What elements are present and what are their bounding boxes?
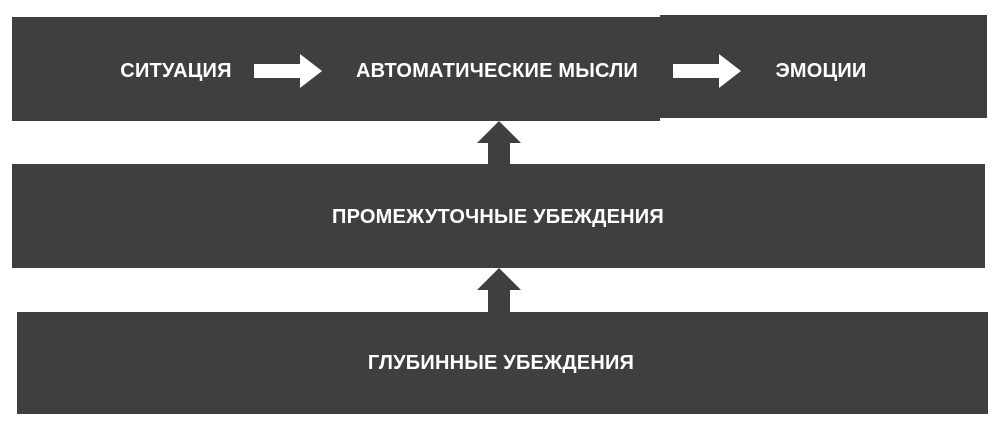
core-beliefs-label: ГЛУБИННЫЕ УБЕЖДЕНИЯ — [367, 352, 635, 374]
top-box-main — [12, 17, 660, 121]
core-beliefs-box — [17, 312, 988, 414]
right-arrow-icon — [254, 54, 322, 88]
automatic-thoughts-label: АВТОМАТИЧЕСКИЕ МЫСЛИ — [355, 60, 639, 82]
up-arrow-icon — [477, 268, 521, 313]
emotions-label: ЭМОЦИИ — [775, 60, 867, 82]
intermediate-beliefs-label: ПРОМЕЖУТОЧНЫЕ УБЕЖДЕНИЯ — [332, 206, 664, 228]
up-arrow-icon — [477, 121, 521, 166]
intermediate-beliefs-box — [12, 164, 985, 268]
situation-label: СИТУАЦИЯ — [120, 60, 232, 82]
right-arrow-icon — [673, 54, 741, 88]
